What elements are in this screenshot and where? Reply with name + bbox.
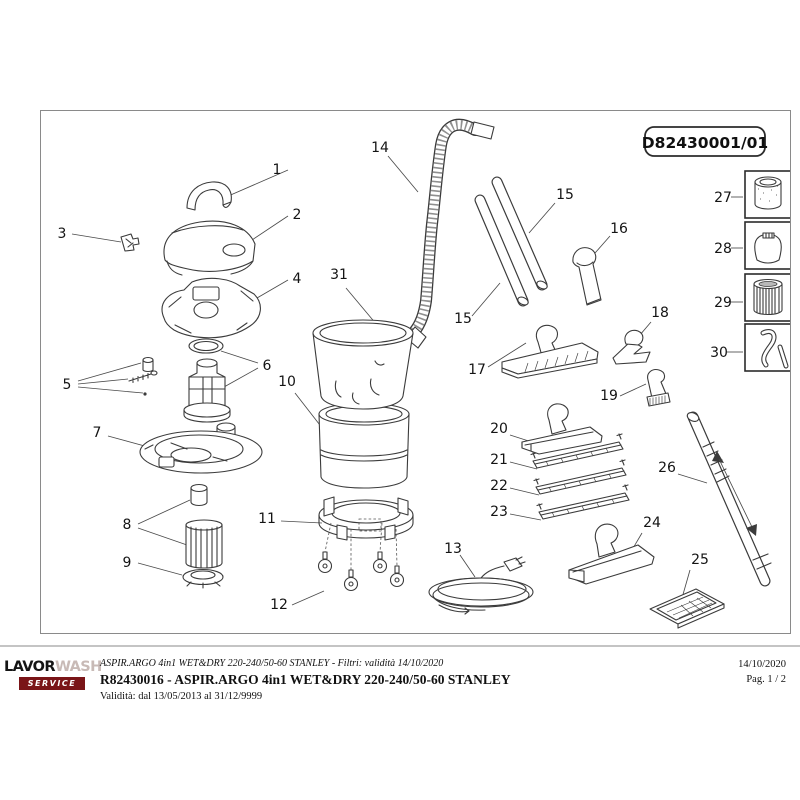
logo-brand-part2: WASH	[54, 659, 102, 675]
part-14-flexible-hose	[405, 118, 495, 349]
callout-30: 30	[710, 345, 728, 361]
part-22-insert-strip	[533, 459, 627, 495]
part-12-casters	[317, 522, 405, 592]
callout-numbers: 1 2 3 4 5 6 7 8 9 10 11 12 13 14 15 15 1…	[58, 140, 732, 613]
doc-code-box: D82430001/01	[642, 126, 768, 157]
exploded-view-diagram: D82430001/01	[40, 110, 791, 634]
part-13-power-cord	[428, 556, 534, 615]
part-21-insert-strip	[530, 433, 624, 469]
callout-9: 9	[123, 555, 132, 571]
part-25-mesh-filter-pad	[649, 588, 725, 629]
callout-19: 19	[600, 388, 618, 404]
callout-13: 13	[444, 541, 462, 557]
part-8-filter-cage	[185, 483, 223, 569]
callout-15b: 15	[454, 311, 472, 327]
callout-1: 1	[273, 162, 282, 178]
callout-28: 28	[714, 241, 732, 257]
part-2-motor-head-cover	[163, 220, 256, 276]
part-1-carry-handle	[186, 181, 232, 211]
callout-22: 22	[490, 478, 508, 494]
callout-12: 12	[270, 597, 288, 613]
footer-title-line: R82430016 - ASPIR.ARGO 4in1 WET&DRY 220-…	[100, 672, 511, 687]
part-29-cartridge-filter-box	[744, 273, 790, 322]
leader-lines	[71, 155, 743, 606]
callout-16: 16	[610, 221, 628, 237]
part-9-float-disc	[182, 568, 224, 589]
part-5-fasteners	[128, 356, 158, 396]
callout-31: 31	[330, 267, 348, 283]
footer-filters-line: ASPIR.ARGO 4in1 WET&DRY 220-240/50-60 ST…	[100, 658, 444, 669]
footer-validity-line: Validità: dal 13/05/2013 al 31/12/9999	[100, 691, 263, 702]
part-28-paper-bag-box	[744, 221, 790, 270]
callout-8: 8	[123, 517, 132, 533]
callout-25: 25	[691, 552, 709, 568]
part-20-nozzle-body	[521, 403, 603, 455]
part-18-upholstery-nozzle	[612, 329, 651, 365]
footer-date-page: 14/10/2020 Pag. 1 / 2	[738, 657, 786, 687]
part-3-switch-clip	[120, 233, 140, 252]
callout-15a: 15	[556, 187, 574, 203]
logo-service-banner: SERVICE	[19, 676, 85, 690]
callout-26: 26	[658, 460, 676, 476]
footer-divider	[0, 645, 800, 647]
part-6-gasket-and-motor	[183, 338, 231, 423]
part-10-tank-drum	[318, 402, 410, 489]
part-4-motor-support	[161, 277, 261, 339]
footer-product-info: ASPIR.ARGO 4in1 WET&DRY 220-240/50-60 ST…	[100, 658, 511, 702]
callout-27: 27	[714, 190, 732, 206]
part-11-caster-base-ring	[318, 496, 414, 541]
footer-date: 14/10/2020	[738, 659, 786, 670]
callout-29: 29	[714, 295, 732, 311]
callout-11: 11	[258, 511, 276, 527]
callout-24: 24	[643, 515, 661, 531]
callout-2: 2	[293, 207, 302, 223]
callout-23: 23	[490, 504, 508, 520]
footer-page-number: Pag. 1 / 2	[746, 674, 786, 686]
part-19-round-brush	[646, 369, 671, 407]
part-31-cloth-filter-bag	[312, 319, 414, 410]
callout-7: 7	[93, 425, 102, 441]
callout-18: 18	[651, 305, 669, 321]
logo-brand-part1: LAVOR	[4, 659, 56, 675]
part-15-extension-tubes	[474, 176, 548, 307]
callout-21: 21	[490, 452, 508, 468]
callout-3: 3	[58, 226, 67, 242]
callout-17: 17	[468, 362, 486, 378]
callout-14: 14	[371, 140, 389, 156]
part-17-floor-brush	[501, 324, 599, 379]
part-23-insert-strip	[536, 484, 630, 520]
callout-6: 6	[263, 358, 272, 374]
callout-5: 5	[63, 377, 72, 393]
doc-code: D82430001/01	[642, 134, 768, 152]
part-16-crevice-nozzle	[572, 247, 602, 306]
callout-20: 20	[490, 421, 508, 437]
part-27-fleece-filter-box	[744, 170, 790, 219]
part-26-telescopic-tube	[686, 411, 772, 587]
part-30-small-hose-kit-box	[744, 323, 790, 372]
callout-4: 4	[293, 271, 302, 287]
part-7-motor-plate	[139, 422, 263, 474]
callout-10: 10	[278, 374, 296, 390]
part-24-wide-floor-nozzle	[568, 523, 655, 585]
